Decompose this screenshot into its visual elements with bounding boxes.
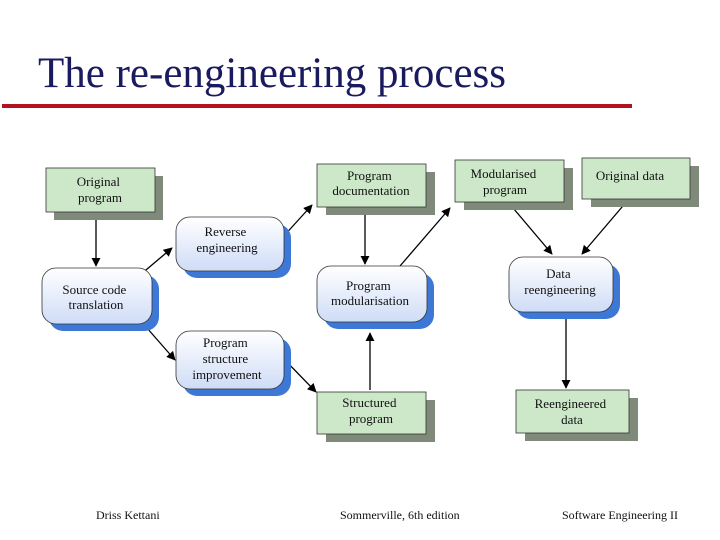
reverse-engineering-line1: Reverse [204,224,246,239]
box-source-translation: Source code translation [41,267,159,331]
svg-text:Reverse engineering: Reverse engineering [196,224,258,255]
box-program-documentation: Program documentation [316,163,435,215]
box-structured-program: Structured program [316,391,435,442]
svg-text:Data reengineering: Data reengineering [524,266,596,297]
program-modularisation-line2: modularisation [331,293,409,308]
footer-course: Software Engineering II [562,508,678,522]
svg-text:Program structure: Program structure improvement [192,335,262,382]
original-program-line2: program [78,190,122,205]
footer-author: Driss Kettani [96,508,160,522]
svg-text:Program modularisation: Program modularisation [331,278,409,308]
svg-text:Structured program: Structured program [342,395,399,426]
svg-text:Reengineered data: Reengineered data [535,396,610,427]
source-translation-line2: translation [69,297,124,312]
box-modularised-program: Modularised program [454,159,573,210]
structured-program-line1: Structured [342,395,397,410]
structure-improvement-line1: Program [203,335,248,350]
program-documentation-line1: Program [347,168,392,183]
arrow-originaldata-to-data [581,199,629,255]
program-documentation-line2: documentation [332,183,410,198]
box-program-modularisation: Program modularisation [316,265,434,329]
box-data-reengineering: Data reengineering [508,256,620,319]
box-original-program: Original program [45,167,163,220]
original-program-line1: Original [77,174,121,189]
box-structure-improvement: Program structure improvement [175,330,291,396]
original-data-line1: Original data [596,168,664,183]
data-reengineering-line2: reengineering [524,282,596,297]
page-title: The re-engineering process [38,50,507,97]
program-modularisation-line1: Program [346,278,391,293]
arrow-modularised-to-data [507,201,553,255]
reengineered-data-line2: data [561,412,583,427]
svg-text:Original data: Original data [596,168,664,183]
modularised-program-line2: program [483,182,527,197]
source-translation-line1: Source code [62,282,126,297]
box-original-data: Original data [581,157,699,207]
svg-text:Program documentation: Program documentation [332,168,410,198]
structure-improvement-line3: improvement [192,367,262,382]
svg-text:Original program: Original program [77,174,124,205]
data-reengineering-line1: Data [546,266,571,281]
box-reverse-engineering: Reverse engineering [175,216,291,278]
reengineered-data-line1: Reengineered [535,396,607,411]
arrow-modularisation-to-modularised [399,207,451,267]
reverse-engineering-line2: engineering [196,240,258,255]
structured-program-line2: program [349,411,393,426]
box-reengineered-data: Reengineered data [515,389,638,441]
structure-improvement-line2: structure [203,351,249,366]
footer-source: Sommerville, 6th edition [340,508,460,522]
title-underline [2,104,632,108]
svg-text:Modularised program: Modularised program [471,166,540,197]
svg-text:Source code translation: Source code translation [62,282,129,312]
modularised-program-line1: Modularised [471,166,537,181]
